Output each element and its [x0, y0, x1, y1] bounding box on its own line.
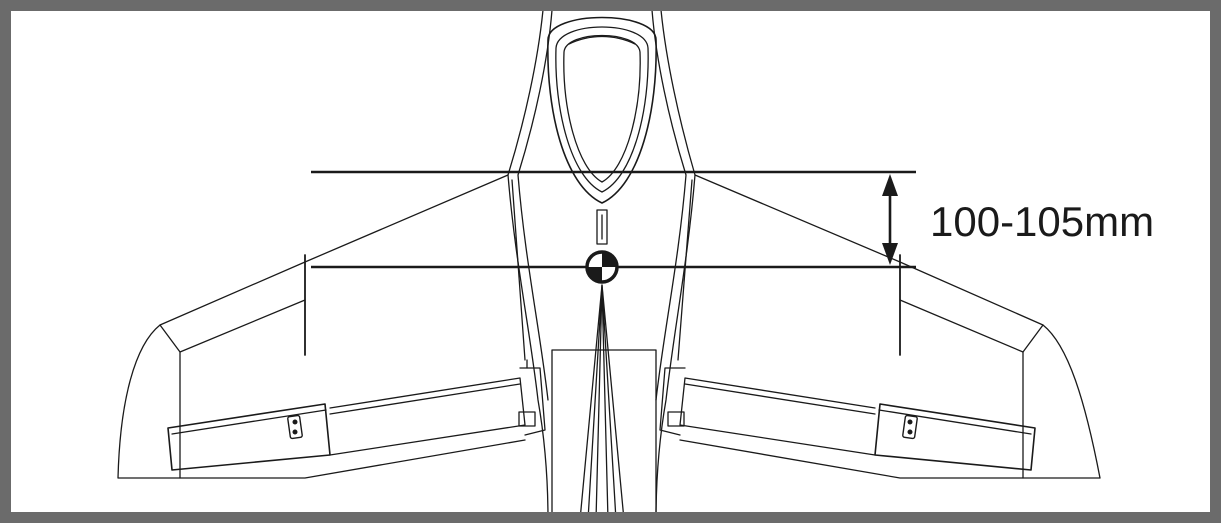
cg-distance-label: 100-105mm	[930, 198, 1154, 245]
hinge-icon	[287, 414, 918, 440]
right-wing	[659, 174, 1101, 479]
fuselage	[507, 11, 696, 512]
left-wing	[117, 174, 546, 479]
reference-lines	[311, 170, 916, 269]
dimension-arrow-icon	[882, 174, 898, 265]
cg-symbol-icon	[585, 250, 619, 284]
